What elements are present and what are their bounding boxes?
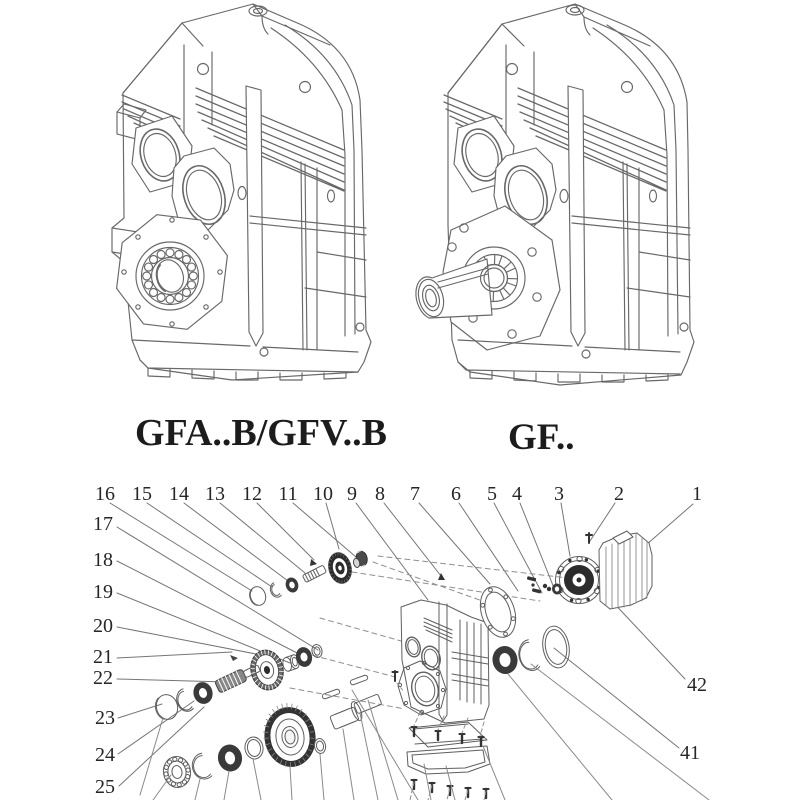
svg-text:12: 12: [242, 483, 262, 505]
svg-text:2: 2: [614, 483, 624, 505]
svg-text:9: 9: [347, 483, 357, 505]
svg-text:22: 22: [93, 667, 113, 689]
svg-text:13: 13: [205, 483, 225, 505]
svg-text:18: 18: [93, 549, 113, 571]
svg-text:24: 24: [95, 744, 115, 766]
svg-text:14: 14: [169, 483, 189, 505]
svg-text:21: 21: [93, 646, 113, 668]
svg-text:41: 41: [680, 742, 700, 764]
svg-text:16: 16: [95, 483, 115, 505]
svg-text:20: 20: [93, 615, 113, 637]
svg-text:6: 6: [451, 483, 461, 505]
svg-text:5: 5: [487, 483, 497, 505]
svg-text:25: 25: [95, 776, 115, 798]
svg-text:19: 19: [93, 581, 113, 603]
svg-text:42: 42: [687, 674, 707, 696]
svg-text:17: 17: [93, 513, 113, 535]
svg-text:23: 23: [95, 707, 115, 729]
svg-text:1: 1: [692, 483, 702, 505]
svg-text:GFA..B/GFV..B: GFA..B/GFV..B: [135, 412, 387, 454]
svg-text:10: 10: [313, 483, 333, 505]
svg-text:8: 8: [375, 483, 385, 505]
svg-text:15: 15: [132, 483, 152, 505]
svg-text:GF..: GF..: [508, 417, 574, 458]
svg-text:4: 4: [512, 483, 522, 505]
svg-text:11: 11: [278, 483, 297, 505]
svg-text:3: 3: [554, 483, 564, 505]
svg-text:7: 7: [410, 483, 420, 505]
